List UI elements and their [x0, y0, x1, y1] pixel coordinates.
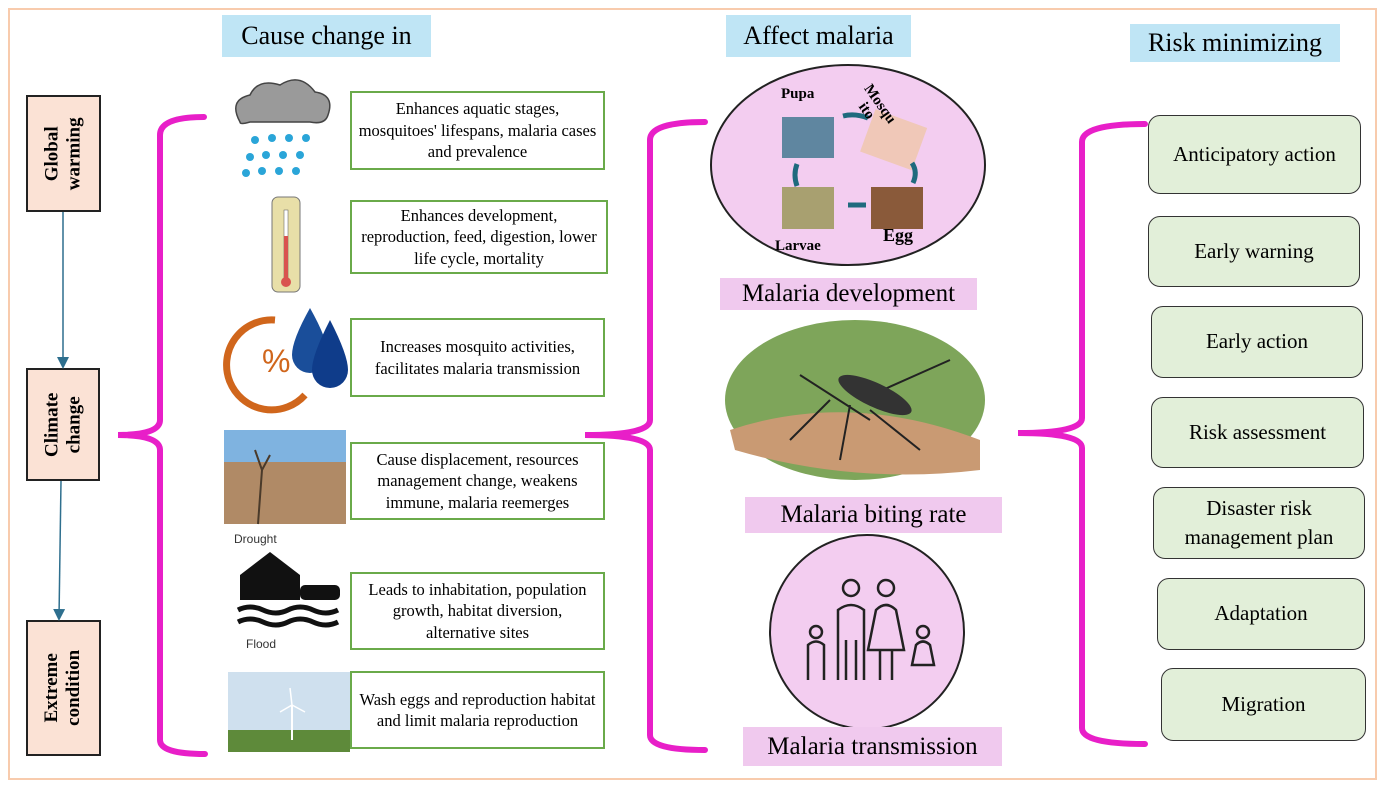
- arrow-down: [53, 480, 66, 621]
- label-egg: Egg: [883, 225, 914, 245]
- header-cause: Cause change in: [222, 15, 431, 57]
- risk-early-action: Early action: [1151, 306, 1363, 378]
- egg-image: [871, 187, 923, 229]
- effect-box-wind: Wash eggs and reproduction habitat and l…: [350, 671, 605, 749]
- risk-migration: Migration: [1161, 668, 1366, 741]
- header-risk: Risk minimizing: [1130, 24, 1340, 62]
- driver-global-warming: Global warming: [26, 95, 101, 212]
- family-icon: [806, 578, 936, 680]
- brace-right: [1017, 121, 1148, 747]
- humidity-icon: %: [223, 308, 348, 414]
- risk-disaster-plan: Disaster risk management plan: [1153, 487, 1365, 559]
- thermometer-icon: [271, 196, 301, 293]
- caption-drought: Drought: [234, 532, 277, 546]
- risk-anticipatory-action: Anticipatory action: [1148, 115, 1361, 194]
- rain-cloud-icon: [235, 79, 331, 177]
- lifecycle-ellipse: [710, 64, 986, 266]
- driver-extreme-condition: Extreme condition: [26, 620, 101, 756]
- header-affect: Affect malaria: [726, 15, 911, 57]
- svg-text:%: %: [262, 343, 290, 379]
- lifecycle-arrows: [792, 112, 918, 208]
- brace-left: [117, 114, 208, 757]
- diagram-frame: [8, 8, 1377, 780]
- risk-risk-assessment: Risk assessment: [1151, 397, 1364, 468]
- mosquito-image: [860, 109, 928, 171]
- drought-image: [224, 430, 346, 525]
- risk-early-warning: Early warning: [1148, 216, 1360, 287]
- larvae-image: [782, 187, 834, 229]
- wind-turbine-image: [228, 672, 350, 752]
- risk-adaptation: Adaptation: [1157, 578, 1365, 650]
- label-pupa: Pupa: [781, 86, 815, 102]
- driver-climate-change: Climate change: [26, 368, 100, 481]
- label-larvae: Larvae: [775, 238, 821, 254]
- family-circle: [769, 534, 965, 730]
- effect-box-drought: Cause displacement, resources management…: [350, 442, 605, 520]
- pupa-image: [782, 117, 834, 158]
- effect-box-flood: Leads to inhabitation, population growth…: [350, 572, 605, 650]
- label-malaria-development: Malaria development: [720, 278, 977, 310]
- effect-box-temperature: Enhances development, reproduction, feed…: [350, 200, 608, 274]
- label-malaria-biting-rate: Malaria biting rate: [745, 497, 1002, 533]
- flood-icon: [236, 552, 340, 628]
- effect-box-humidity: Increases mosquito activities, facilitat…: [350, 318, 605, 397]
- label-malaria-transmission: Malaria transmission: [743, 727, 1002, 766]
- brace-middle: [584, 119, 708, 753]
- effect-box-rain: Enhances aquatic stages, mosquitoes' lif…: [350, 91, 605, 170]
- caption-flood: Flood: [246, 637, 277, 651]
